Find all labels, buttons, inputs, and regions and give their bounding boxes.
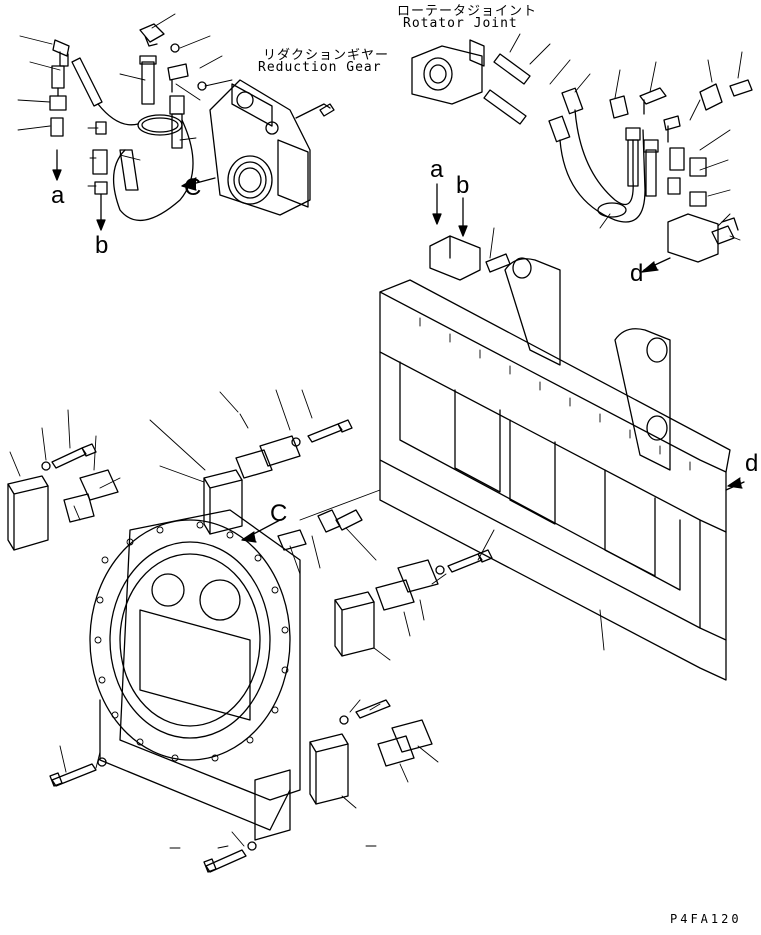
leader-lines-right bbox=[509, 33, 743, 241]
pads-and-bolts bbox=[7, 389, 495, 873]
ref-a-left: a bbox=[51, 182, 65, 209]
pad-mid bbox=[334, 591, 375, 657]
carriage-frame bbox=[299, 257, 745, 681]
clip-1 bbox=[609, 95, 629, 119]
rotator-joint-label-jp: ローテータジョイント bbox=[397, 4, 538, 19]
ref-b-valve: b bbox=[456, 172, 470, 199]
bolt-left bbox=[51, 443, 97, 469]
gear-flange bbox=[227, 155, 273, 205]
liner-left bbox=[79, 469, 119, 501]
valve-block-ab bbox=[429, 183, 511, 281]
shim-left bbox=[63, 493, 95, 523]
bolt-bottom bbox=[203, 849, 247, 873]
ref-b-left: b bbox=[95, 232, 109, 259]
valve-bolt bbox=[485, 253, 511, 273]
liner-center bbox=[259, 435, 301, 467]
gear-bolt bbox=[319, 103, 335, 117]
tube-loop bbox=[112, 119, 194, 222]
bolt-center bbox=[307, 419, 353, 443]
elbow-r2 bbox=[663, 115, 681, 143]
rotator-joint bbox=[411, 45, 483, 105]
reduction-gear-label-en: Reduction Gear bbox=[258, 60, 382, 75]
left-fittings-group bbox=[17, 13, 233, 231]
pad-center bbox=[203, 469, 243, 535]
elbow-fitting-gear bbox=[167, 63, 189, 93]
elbow-fitting-top bbox=[139, 23, 165, 47]
valve-block-d bbox=[667, 213, 719, 263]
pad-left bbox=[7, 475, 49, 551]
shim-bottom bbox=[377, 735, 415, 767]
hose-left bbox=[71, 57, 103, 107]
pad-bottom bbox=[309, 733, 349, 805]
arrow-b-head bbox=[96, 219, 106, 231]
clip-2 bbox=[699, 83, 723, 111]
ref-c-plate: C bbox=[270, 500, 288, 527]
hose-upper bbox=[141, 61, 155, 105]
elbow-r1 bbox=[639, 87, 667, 115]
reduction-gear bbox=[181, 79, 335, 216]
union-fitting bbox=[92, 149, 108, 175]
adapter-fitting bbox=[50, 117, 64, 137]
washer-left bbox=[41, 461, 51, 471]
leader-lines bbox=[17, 13, 233, 187]
shim-mid bbox=[375, 579, 415, 611]
ref-d-frame: d bbox=[745, 450, 759, 477]
hose-clamp bbox=[597, 202, 627, 218]
arrow-a-head bbox=[52, 169, 62, 181]
sleeve-1 bbox=[561, 87, 584, 115]
ref-c-gear: C bbox=[184, 174, 202, 201]
carriage-arm-left bbox=[504, 258, 561, 366]
leader-lines-lower bbox=[9, 389, 495, 849]
bolt-mid bbox=[447, 549, 493, 573]
bolt-r1 bbox=[729, 79, 753, 97]
elbow-fitting bbox=[52, 39, 70, 67]
hose-r2 bbox=[483, 89, 527, 125]
reduction-gear-label-jp: リダクションギヤー bbox=[263, 48, 390, 63]
rotator-joint-group bbox=[411, 33, 753, 273]
ref-a-valve: a bbox=[430, 156, 444, 183]
hose-loop bbox=[574, 109, 634, 206]
rotator-plate bbox=[89, 509, 301, 841]
drawing-code: P4FA120 bbox=[670, 912, 742, 926]
hose-r1 bbox=[493, 53, 531, 85]
liner-mid bbox=[397, 559, 439, 593]
sleeve-2 bbox=[548, 115, 571, 143]
bolt-bottom-left bbox=[49, 763, 97, 787]
nut-fitting bbox=[49, 95, 67, 111]
liner-bottom bbox=[391, 719, 433, 753]
small-block bbox=[277, 529, 307, 551]
carriage-arm-right bbox=[614, 328, 671, 471]
ref-d-valve: d bbox=[630, 260, 644, 287]
shim-center bbox=[235, 449, 273, 479]
rotator-joint-label-en: Rotator Joint bbox=[403, 16, 518, 31]
bolt-bottom-mid bbox=[355, 699, 391, 719]
hose-r4 bbox=[645, 149, 657, 197]
